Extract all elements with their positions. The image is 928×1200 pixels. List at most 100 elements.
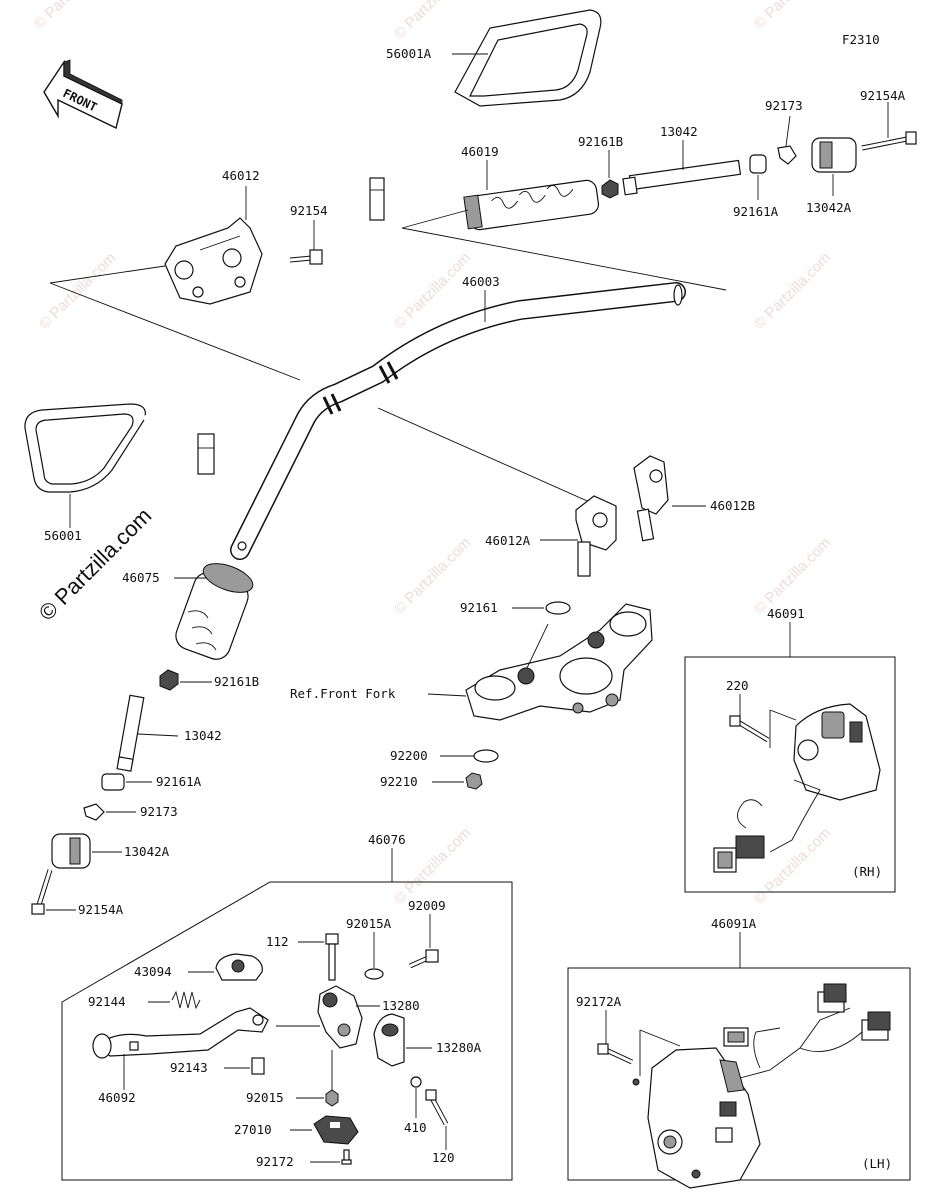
clip-lh-icon bbox=[83, 803, 105, 821]
label-13042-lh: 13042 bbox=[184, 728, 222, 743]
holder-43094 bbox=[215, 953, 263, 981]
clamp-13280a bbox=[373, 1013, 405, 1067]
screw-rh bbox=[729, 715, 770, 743]
top-bracket bbox=[465, 603, 653, 721]
holder-13280 bbox=[317, 985, 363, 1049]
label-92015: 92015 bbox=[246, 1090, 284, 1105]
lever-assy-box bbox=[61, 881, 513, 1181]
lh-label: (LH) bbox=[862, 1156, 892, 1171]
label-46091a: 46091A bbox=[711, 916, 757, 931]
screw-lh bbox=[597, 1043, 634, 1065]
washer-410-icon bbox=[410, 1076, 422, 1088]
big-watermark: © Partzilla.com bbox=[34, 503, 157, 626]
label-43094: 43094 bbox=[134, 964, 172, 979]
label-46003: 46003 bbox=[462, 274, 500, 289]
weight-rod-rh bbox=[622, 159, 742, 196]
label-56001a: 56001A bbox=[386, 46, 432, 61]
washer-bracket-icon bbox=[473, 749, 499, 763]
label-27010: 27010 bbox=[234, 1122, 272, 1137]
label-46012: 46012 bbox=[222, 168, 260, 183]
watermark: © Partzilla.com bbox=[31, 0, 114, 33]
label-46092: 46092 bbox=[98, 1090, 136, 1105]
bolt-112 bbox=[325, 933, 339, 981]
screw-92172 bbox=[341, 1149, 352, 1165]
holder-upper bbox=[164, 217, 263, 305]
label-112: 112 bbox=[266, 934, 289, 949]
label-13042-rh: 13042 bbox=[660, 124, 698, 139]
label-ref-front-fork: Ref.Front Fork bbox=[290, 686, 396, 701]
collar-lh-icon bbox=[101, 773, 125, 791]
spring-92144 bbox=[171, 990, 201, 1010]
label-92143: 92143 bbox=[170, 1060, 208, 1075]
label-46012b: 46012B bbox=[710, 498, 755, 513]
label-13280: 13280 bbox=[382, 998, 420, 1013]
label-92200: 92200 bbox=[390, 748, 428, 763]
watermark: © Partzilla.com bbox=[36, 249, 119, 332]
label-56001: 56001 bbox=[44, 528, 82, 543]
label-46076: 46076 bbox=[368, 832, 406, 847]
nut-bracket-icon bbox=[465, 772, 483, 790]
label-92172: 92172 bbox=[256, 1154, 294, 1169]
front-arrow: FRONT bbox=[43, 59, 123, 130]
collar-rh-icon bbox=[749, 154, 767, 174]
label-92161a-lh: 92161A bbox=[156, 774, 202, 789]
label-92161a-rh: 92161A bbox=[733, 204, 779, 219]
label-220: 220 bbox=[726, 678, 749, 693]
label-410: 410 bbox=[404, 1120, 427, 1135]
label-92161: 92161 bbox=[460, 600, 498, 615]
label-92172a: 92172A bbox=[576, 994, 622, 1009]
label-46075: 46075 bbox=[122, 570, 160, 585]
handlebar bbox=[230, 282, 686, 560]
label-92009: 92009 bbox=[408, 898, 446, 913]
label-92144: 92144 bbox=[88, 994, 126, 1009]
holder-b bbox=[633, 455, 669, 542]
screw-120 bbox=[425, 1089, 449, 1126]
collar-92143-icon bbox=[251, 1057, 265, 1075]
label-46091: 46091 bbox=[767, 606, 805, 621]
bolt-holder bbox=[289, 249, 323, 265]
label-46012a: 46012A bbox=[485, 533, 531, 548]
holder-a bbox=[575, 495, 617, 577]
mirror-rh bbox=[369, 9, 602, 221]
mirror-lh bbox=[24, 403, 215, 493]
watermarks: © Partzilla.com © Partzilla.com © Partzi… bbox=[31, 0, 834, 908]
watermark: © Partzilla.com bbox=[391, 0, 474, 43]
label-92173-rh: 92173 bbox=[765, 98, 803, 113]
label-92210: 92210 bbox=[380, 774, 418, 789]
balancer-rh bbox=[811, 137, 857, 173]
nut-rh-icon bbox=[601, 179, 619, 199]
bolt-lh bbox=[31, 869, 53, 915]
watermark: © Partzilla.com bbox=[751, 249, 834, 332]
switch-lh bbox=[632, 983, 891, 1189]
label-92161b-lh: 92161B bbox=[214, 674, 259, 689]
lever-46092 bbox=[92, 1007, 269, 1059]
label-92154a-rh: 92154A bbox=[860, 88, 906, 103]
weight-rod-lh bbox=[116, 694, 145, 772]
label-92015a: 92015A bbox=[346, 916, 392, 931]
washer-holder-icon bbox=[545, 601, 571, 615]
grip-rh bbox=[463, 179, 600, 231]
bolt-92009 bbox=[408, 949, 439, 969]
rh-label: (RH) bbox=[852, 864, 882, 879]
nut-lh-icon bbox=[159, 669, 179, 691]
label-92173-lh: 92173 bbox=[140, 804, 178, 819]
nut-92015-icon bbox=[325, 1089, 339, 1107]
clip-rh-icon bbox=[777, 145, 797, 165]
label-120: 120 bbox=[432, 1150, 455, 1165]
figure-code: F2310 bbox=[842, 32, 880, 47]
switch-rh bbox=[713, 703, 881, 873]
label-92161b-rh: 92161B bbox=[578, 134, 623, 149]
label-46019: 46019 bbox=[461, 144, 499, 159]
grip-lh bbox=[175, 563, 254, 660]
switch-27010 bbox=[313, 1115, 359, 1145]
label-92154: 92154 bbox=[290, 203, 328, 218]
label-13042a-lh: 13042A bbox=[124, 844, 170, 859]
label-13280a: 13280A bbox=[436, 1040, 482, 1055]
balancer-lh bbox=[51, 833, 91, 869]
bolt-rh bbox=[861, 131, 917, 151]
label-92154a-lh: 92154A bbox=[78, 902, 124, 917]
label-13042a-rh: 13042A bbox=[806, 200, 852, 215]
watermark: © Partzilla.com bbox=[751, 0, 834, 33]
